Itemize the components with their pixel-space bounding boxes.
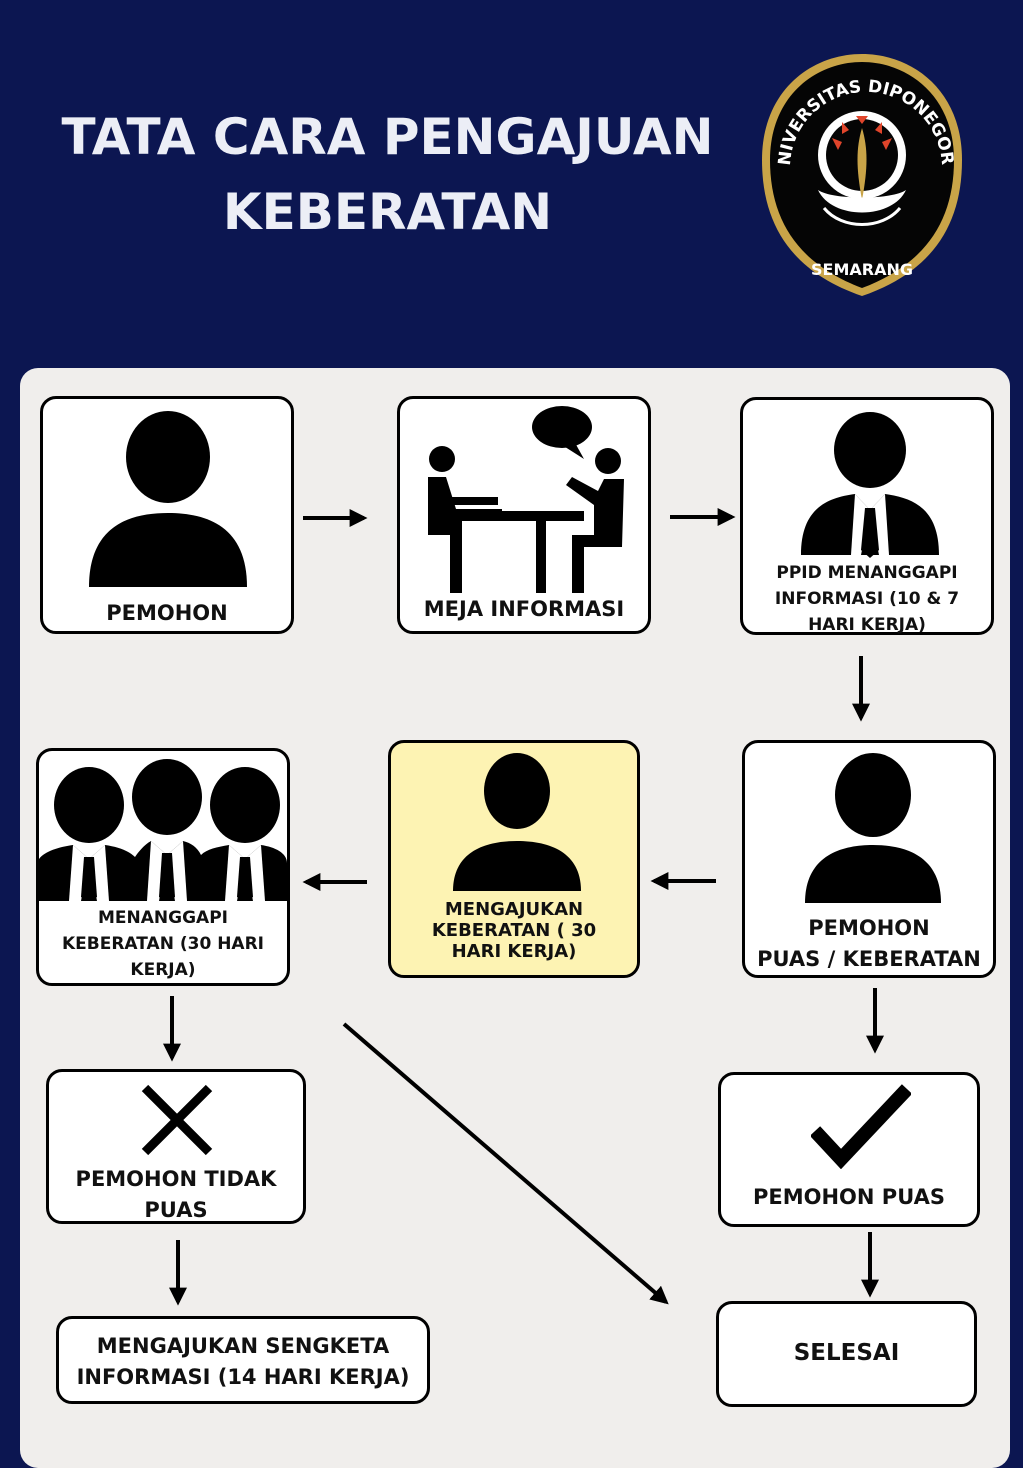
selesai-label: SELESAI bbox=[793, 1340, 900, 1366]
sengketa-label: MENGAJUKAN SENGKETA INFORMASI (14 HARI K… bbox=[59, 1331, 427, 1393]
pemohon-puas-keberatan-box: PEMOHON PUAS / KEBERATAN bbox=[742, 740, 996, 978]
menanggapi-keberatan-box: MENANGGAPI KEBERATAN (30 HARI KERJA) bbox=[36, 748, 290, 986]
meeting-icon bbox=[428, 406, 624, 593]
pemohon-tidak-puas-line-1: PEMOHON TIDAK bbox=[75, 1167, 277, 1191]
menanggapi-keberatan-label: MENANGGAPI KEBERATAN (30 HARI KERJA) bbox=[39, 905, 287, 983]
logo-bottom-text: SEMARANG bbox=[811, 260, 913, 279]
university-logo: UNIVERSITAS DIPONEGORO SEMARANG bbox=[752, 50, 962, 296]
page-title-line-2: KEBERATAN bbox=[222, 183, 553, 241]
mengajukan-keberatan-line-2: KEBERATAN ( 30 bbox=[431, 920, 597, 941]
ppid-box: PPID MENANGGAPI INFORMASI (10 & 7 HARI K… bbox=[740, 397, 994, 635]
ppid-label: PPID MENANGGAPI INFORMASI (10 & 7 HARI K… bbox=[743, 560, 991, 638]
pemohon-label: PEMOHON bbox=[106, 601, 228, 625]
person-icon bbox=[453, 753, 581, 891]
person-icon bbox=[805, 753, 941, 903]
sengketa-line-1: MENGAJUKAN SENGKETA bbox=[96, 1334, 390, 1358]
menanggapi-keberatan-line-1: MENANGGAPI bbox=[98, 908, 228, 928]
mengajukan-keberatan-line-3: HARI KERJA) bbox=[451, 941, 577, 962]
pemohon-puas-box: PEMOHON PUAS bbox=[718, 1072, 980, 1227]
pemohon-tidak-puas-label: PEMOHON TIDAK PUAS bbox=[49, 1164, 303, 1226]
mengajukan-keberatan-line-1: MENGAJUKAN bbox=[444, 899, 584, 920]
page-title-line-1: TATA CARA PENGAJUAN bbox=[61, 108, 714, 166]
pemohon-tidak-puas-box: PEMOHON TIDAK PUAS bbox=[46, 1069, 306, 1224]
pemohon-tidak-puas-line-2: PUAS bbox=[144, 1198, 208, 1222]
meja-informasi-box: MEJA INFORMASI bbox=[397, 396, 651, 634]
ppid-label-line-3: HARI KERJA) bbox=[808, 615, 926, 635]
checkmark-icon bbox=[811, 1084, 911, 1169]
selesai-box: SELESAI bbox=[716, 1301, 977, 1407]
mengajukan-keberatan-label: MENGAJUKAN KEBERATAN ( 30 HARI KERJA) bbox=[391, 899, 637, 962]
menanggapi-keberatan-line-3: KERJA) bbox=[130, 960, 196, 980]
mengajukan-keberatan-box: MENGAJUKAN KEBERATAN ( 30 HARI KERJA) bbox=[388, 740, 640, 978]
team-icon bbox=[39, 759, 287, 901]
sengketa-line-2: INFORMASI (14 HARI KERJA) bbox=[76, 1365, 410, 1389]
meja-informasi-label: MEJA INFORMASI bbox=[423, 597, 625, 621]
official-icon bbox=[801, 412, 939, 558]
pemohon-box: PEMOHON bbox=[40, 396, 294, 634]
pemohon-puas-keberatan-line-1: PEMOHON bbox=[808, 916, 930, 940]
pemohon-puas-label: PEMOHON PUAS bbox=[753, 1185, 945, 1209]
cross-icon bbox=[141, 1084, 213, 1156]
menanggapi-keberatan-line-2: KEBERATAN (30 HARI bbox=[61, 934, 264, 954]
ppid-label-line-1: PPID MENANGGAPI bbox=[776, 563, 958, 583]
person-icon bbox=[89, 411, 247, 587]
pemohon-puas-keberatan-line-2: PUAS / KEBERATAN bbox=[757, 947, 981, 971]
sengketa-box: MENGAJUKAN SENGKETA INFORMASI (14 HARI K… bbox=[56, 1316, 430, 1404]
ppid-label-line-2: INFORMASI (10 & 7 bbox=[774, 589, 960, 609]
pemohon-puas-keberatan-label: PEMOHON PUAS / KEBERATAN bbox=[745, 913, 993, 975]
